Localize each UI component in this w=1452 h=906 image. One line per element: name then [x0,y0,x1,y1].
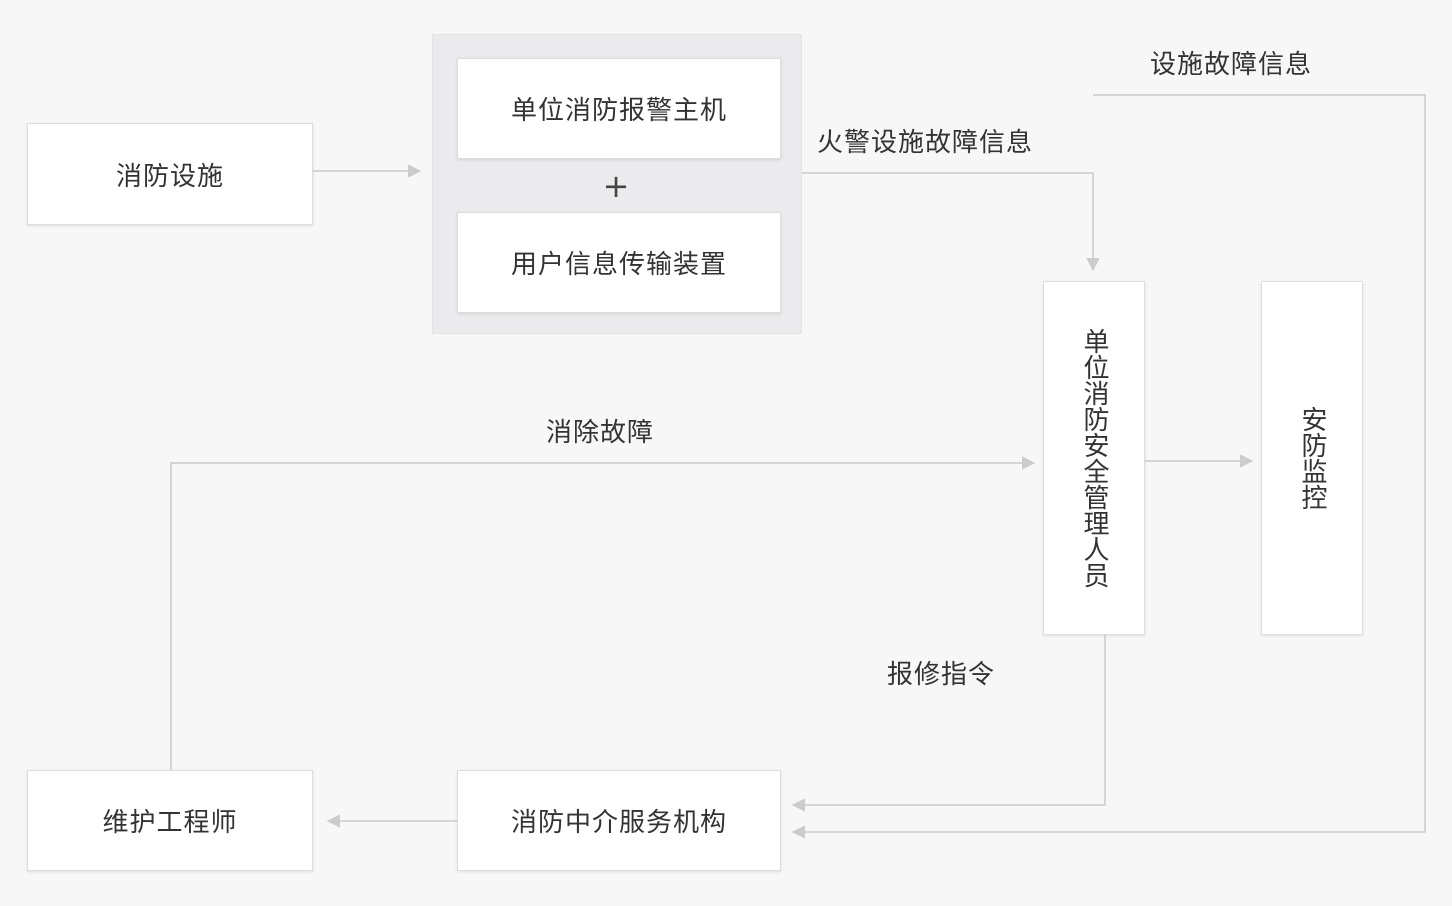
edge-label-facility-fault-info: 设施故障信息 [1150,50,1313,80]
edge-host-to-manager [802,172,1100,272]
node-label: 安防监控 [1297,406,1327,510]
node-user-info-device: 用户信息传输装置 [457,212,781,313]
node-label: 消防中介服务机构 [510,808,727,838]
node-safety-manager: 单位消防安全管理人员 [1043,281,1145,635]
edge-engineer-to-manager [170,456,1036,770]
node-alarm-host: 单位消防报警主机 [457,58,781,159]
node-label: 维护工程师 [102,808,238,838]
node-security-monitoring: 安防监控 [1261,281,1363,635]
node-maintenance-engineer: 维护工程师 [27,770,313,871]
edge-label-repair-order: 报修指令 [887,660,996,690]
node-label: 消防设施 [115,161,224,192]
node-fire-service-agency: 消防中介服务机构 [457,770,781,871]
node-label: 单位消防报警主机 [510,96,727,126]
edge-label-fire-alarm-fault-info: 火警设施故障信息 [817,128,1034,158]
node-label: 用户信息传输装置 [510,250,727,280]
edge-label-clear-fault: 消除故障 [546,418,655,448]
node-fire-facilities: 消防设施 [27,123,313,225]
plus-sign: + [602,167,630,205]
node-label: 单位消防安全管理人员 [1079,328,1109,588]
